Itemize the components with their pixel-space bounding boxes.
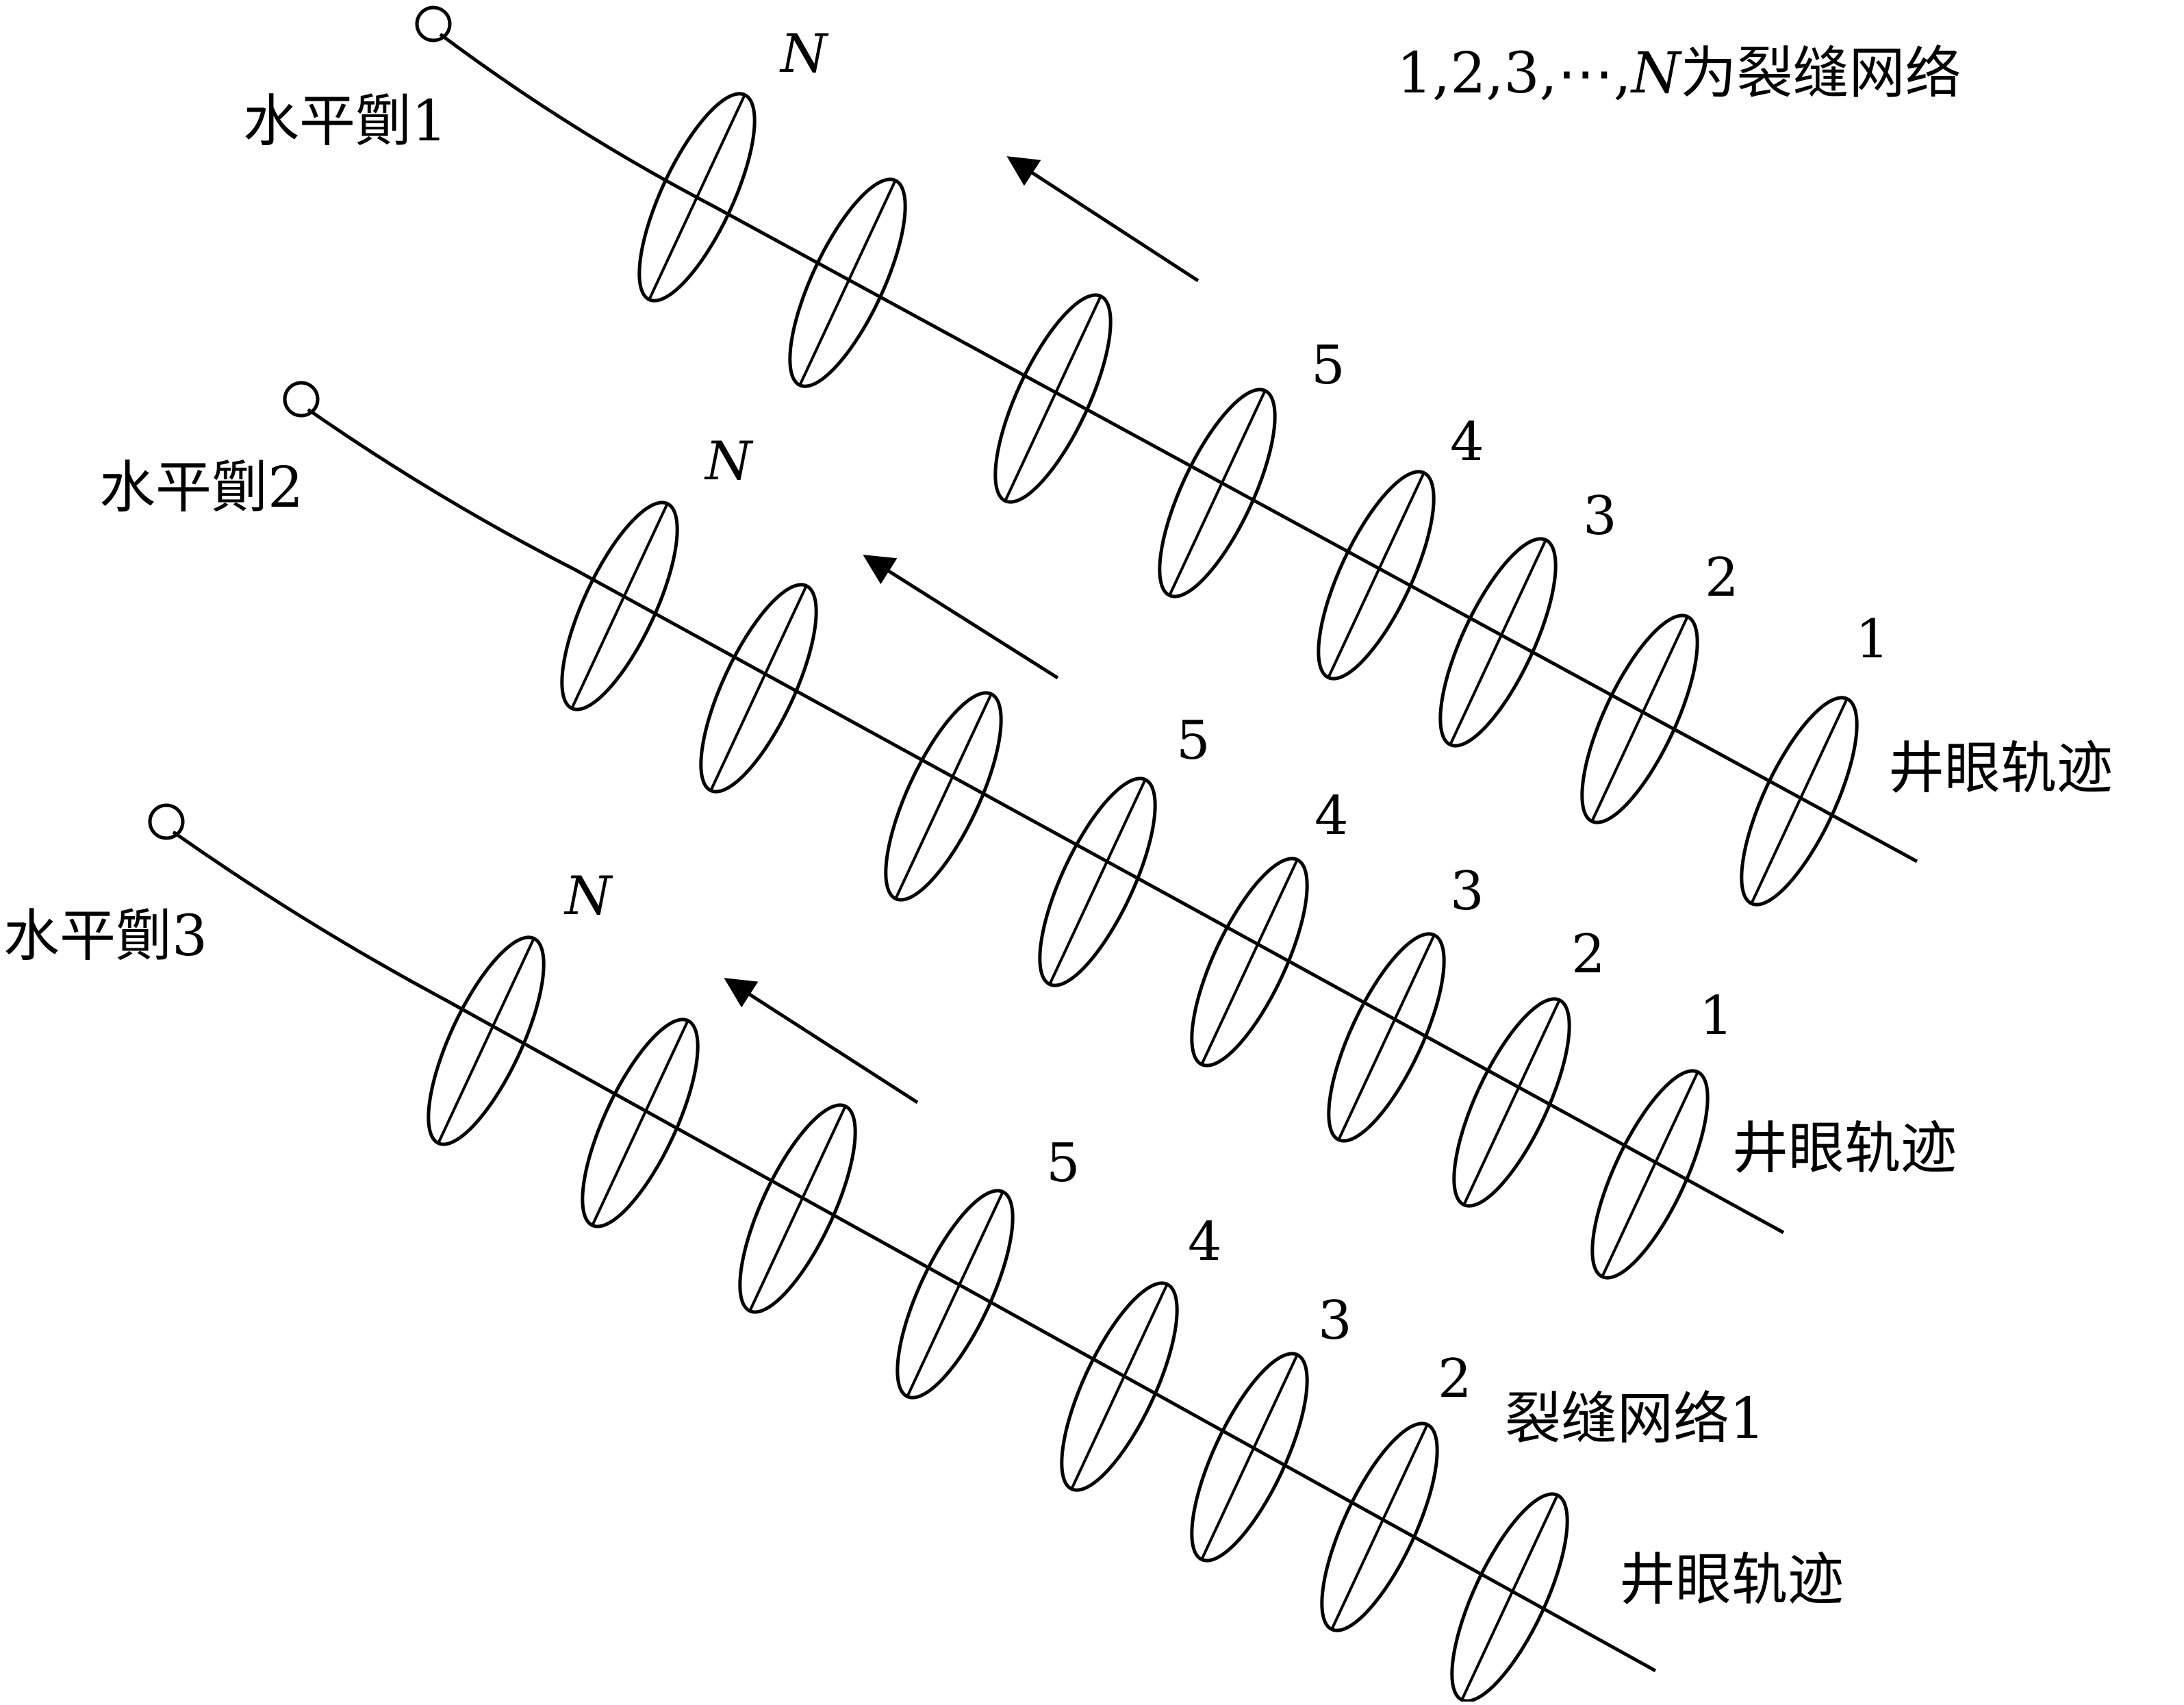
fracture — [788, 177, 907, 388]
fracture — [1158, 388, 1277, 598]
fracture — [1450, 1492, 1569, 1703]
fracture — [1190, 1352, 1309, 1563]
fracture-label-n: N — [779, 23, 829, 85]
fracture-label: 3 — [1450, 861, 1484, 922]
wellhead-icon — [283, 381, 320, 418]
wellbore-trajectory — [172, 830, 1657, 1673]
fracture-label: 2 — [1571, 924, 1605, 985]
fracture-label: 3 — [1583, 485, 1617, 547]
horizontal-well-2: 水平劕2 N 5 4 3 2 1 井眼轨迹 — [99, 381, 1957, 1280]
fracture — [1317, 470, 1436, 681]
fracture — [1038, 776, 1157, 987]
fracture-label: 3 — [1318, 1290, 1352, 1352]
fracture-label-n: N — [704, 431, 754, 492]
well-label: 水平劕2 — [99, 455, 303, 520]
fracture-label: 2 — [1705, 547, 1739, 609]
fracture-label: 5 — [1046, 1133, 1080, 1194]
fracture-label: 4 — [1315, 785, 1349, 847]
wellbore-trajectory — [439, 32, 1918, 863]
fracture — [560, 501, 679, 711]
fracture — [427, 935, 546, 1146]
fracture — [896, 1189, 1015, 1400]
fracture — [884, 691, 1003, 902]
direction-arrow — [863, 555, 1059, 680]
wellbore-trajectory — [307, 407, 1785, 1235]
horizontal-well-1: 水平劕1 N 5 4 3 2 1 井眼轨迹 — [243, 5, 2113, 907]
wellhead-icon — [415, 5, 452, 42]
direction-arrow — [1006, 156, 1199, 283]
fracture-label: 1 — [1699, 985, 1734, 1047]
fracture — [699, 583, 818, 794]
fracture — [993, 293, 1113, 504]
fracture-label: 5 — [1311, 335, 1345, 396]
fracture — [1060, 1281, 1179, 1492]
trajectory-label: 井眼轨迹 — [1732, 1116, 1957, 1181]
trajectory-label: 井眼轨迹 — [1619, 1548, 1844, 1613]
fracture-label: 4 — [1188, 1211, 1222, 1273]
fracture-label: 4 — [1450, 412, 1484, 473]
horizontal-well-3: 水平劕3 N 5 4 3 2 裂缝网络1 井眼轨迹 — [3, 803, 1844, 1703]
fracture — [1580, 614, 1699, 824]
legend-text: 1,2,3,⋯,N为裂缝网络 — [1397, 41, 1961, 106]
fracture — [1320, 1422, 1439, 1632]
fracture-label: 2 — [1438, 1348, 1472, 1410]
fracture — [1740, 696, 1859, 907]
fracture — [1327, 932, 1446, 1143]
fracture-label-n: N — [563, 866, 613, 927]
fracture — [1452, 997, 1571, 1208]
direction-arrow — [724, 978, 919, 1104]
fracture — [1190, 857, 1309, 1068]
fracture-label: 5 — [1176, 710, 1210, 772]
fracture — [1590, 1069, 1710, 1280]
well-label: 水平劕3 — [3, 904, 207, 969]
fracture — [581, 1018, 700, 1228]
well-label: 水平劕1 — [243, 89, 447, 154]
fracture-label: 1 — [1855, 609, 1890, 670]
wellhead-icon — [148, 803, 185, 840]
fracture — [738, 1103, 857, 1314]
fracture — [1438, 537, 1558, 748]
network-label: 裂缝网络1 — [1505, 1387, 1765, 1452]
trajectory-label: 井眼轨迹 — [1888, 736, 2113, 801]
fracture — [637, 92, 757, 303]
